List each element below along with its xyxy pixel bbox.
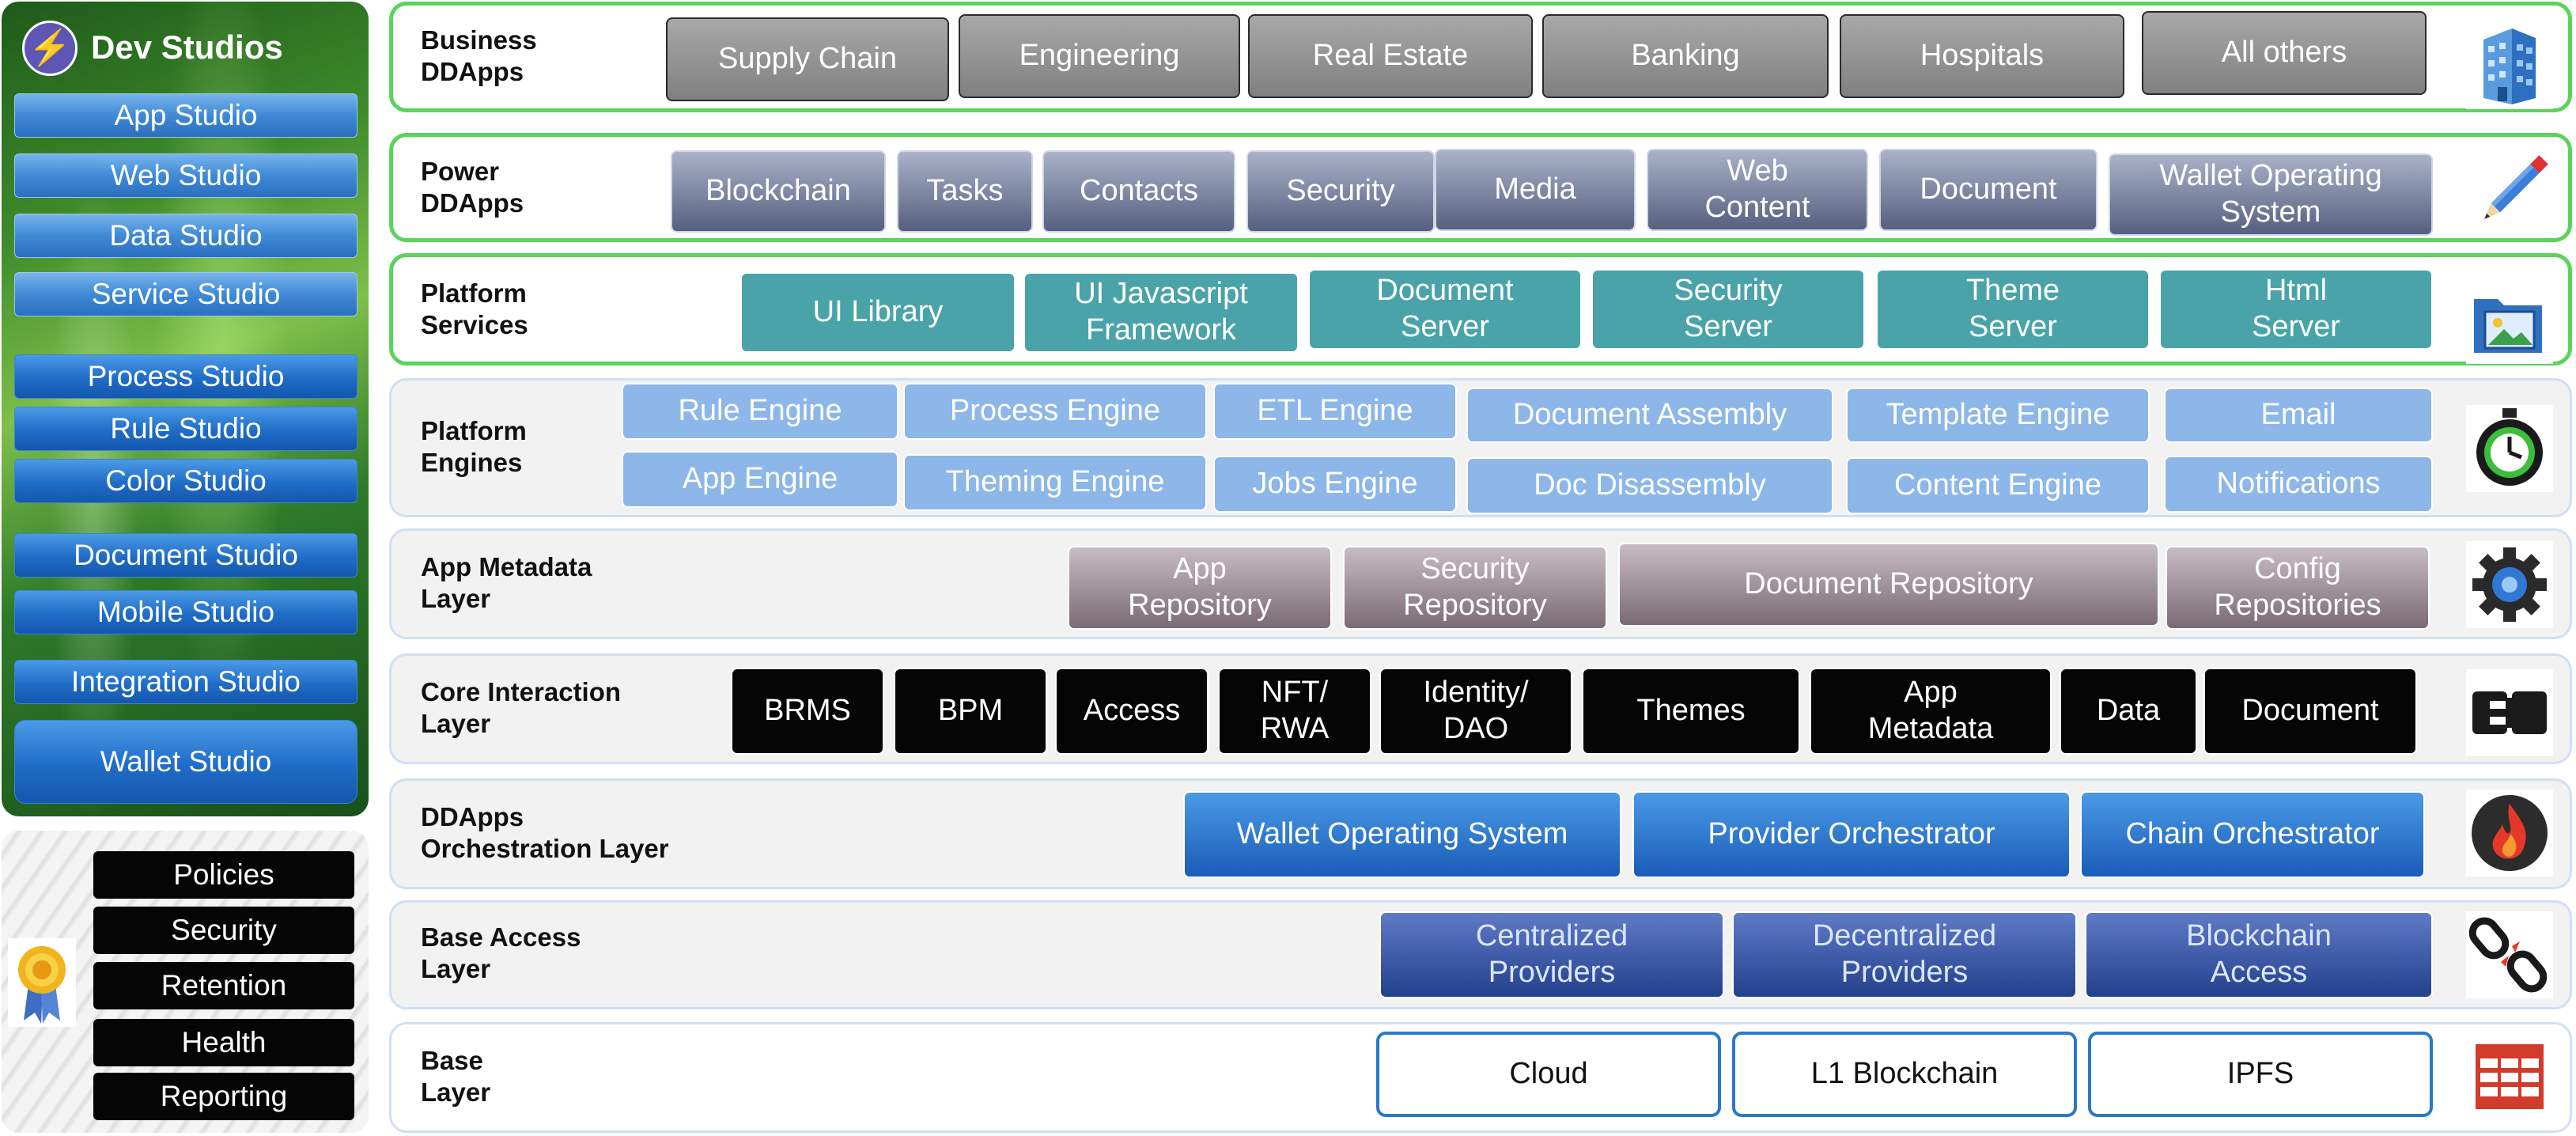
business-all-others[interactable]: All others xyxy=(2142,11,2427,95)
engine-process[interactable]: Process Engine xyxy=(903,383,1207,440)
studio-integration[interactable]: Integration Studio xyxy=(14,660,357,704)
folder-image-icon xyxy=(2466,277,2553,364)
engine-notifications[interactable]: Notifications xyxy=(2164,456,2433,513)
layer-label: Platform Engines xyxy=(421,416,527,477)
engine-content[interactable]: Content Engine xyxy=(1846,457,2150,514)
flame-icon xyxy=(2466,790,2553,877)
metadata-config-repositories[interactable]: Config Repositories xyxy=(2166,546,2430,630)
award-ribbon-icon xyxy=(8,938,76,1027)
engine-theming[interactable]: Theming Engine xyxy=(903,454,1207,511)
layer-label: Base Layer xyxy=(421,1046,491,1107)
core-bpm[interactable]: BPM xyxy=(894,668,1047,755)
studio-service[interactable]: Service Studio xyxy=(14,272,357,316)
engine-etl[interactable]: ETL Engine xyxy=(1213,383,1457,440)
layer-label: Power DDApps xyxy=(421,157,524,218)
base-access-decentralized[interactable]: Decentralized Providers xyxy=(1732,911,2077,998)
service-ui-js-framework[interactable]: UI Javascript Framework xyxy=(1023,272,1299,353)
policy-security[interactable]: Security xyxy=(93,907,354,954)
layer-label: App Metadata Layer xyxy=(421,552,592,613)
power-security[interactable]: Security xyxy=(1246,150,1435,233)
lightning-logo-icon: ⚡ xyxy=(22,21,78,76)
core-access[interactable]: Access xyxy=(1055,668,1209,755)
studio-process[interactable]: Process Studio xyxy=(14,354,357,399)
layer-label: Core Interaction Layer xyxy=(421,677,622,738)
power-contacts[interactable]: Contacts xyxy=(1042,150,1235,233)
policy-reporting[interactable]: Reporting xyxy=(93,1073,354,1120)
base-ipfs[interactable]: IPFS xyxy=(2088,1032,2433,1117)
studio-rule[interactable]: Rule Studio xyxy=(14,407,357,451)
power-document[interactable]: Document xyxy=(1879,149,2097,231)
engine-doc-disassembly[interactable]: Doc Disassembly xyxy=(1466,457,1833,514)
studio-app[interactable]: App Studio xyxy=(14,93,357,138)
gear-icon xyxy=(2466,541,2553,628)
studio-data[interactable]: Data Studio xyxy=(14,214,357,258)
power-media[interactable]: Media xyxy=(1435,149,1636,231)
metadata-document-repository[interactable]: Document Repository xyxy=(1618,543,2159,627)
core-brms[interactable]: BRMS xyxy=(731,668,884,755)
service-ui-library[interactable]: UI Library xyxy=(740,272,1016,353)
office-building-icon xyxy=(2466,22,2553,109)
engine-email[interactable]: Email xyxy=(2164,388,2433,443)
engine-template[interactable]: Template Engine xyxy=(1846,388,2150,443)
studio-mobile[interactable]: Mobile Studio xyxy=(14,590,357,634)
business-engineering[interactable]: Engineering xyxy=(959,14,1240,98)
layer-label: DDApps Orchestration Layer xyxy=(421,802,669,863)
base-l1-blockchain[interactable]: L1 Blockchain xyxy=(1732,1032,2077,1117)
core-nft-rwa[interactable]: NFT/ RWA xyxy=(1218,668,1371,755)
business-real-estate[interactable]: Real Estate xyxy=(1248,14,1533,98)
engine-app[interactable]: App Engine xyxy=(622,451,898,508)
layer-label: Business DDApps xyxy=(421,25,537,86)
chain-link-icon xyxy=(2466,911,2553,998)
metadata-app-repository[interactable]: App Repository xyxy=(1068,546,1332,630)
business-banking[interactable]: Banking xyxy=(1542,14,1829,98)
power-tasks[interactable]: Tasks xyxy=(897,150,1033,233)
base-access-blockchain[interactable]: Blockchain Access xyxy=(2085,911,2433,998)
layer-label: Platform Services xyxy=(421,278,528,339)
orchestration-chain[interactable]: Chain Orchestrator xyxy=(2080,791,2425,878)
core-document[interactable]: Document xyxy=(2203,668,2417,755)
business-supply-chain[interactable]: Supply Chain xyxy=(666,17,949,101)
business-hospitals[interactable]: Hospitals xyxy=(1840,14,2124,98)
orchestration-provider[interactable]: Provider Orchestrator xyxy=(1632,791,2071,878)
service-security-server[interactable]: Security Server xyxy=(1591,269,1865,350)
core-data[interactable]: Data xyxy=(2060,668,2197,755)
engine-rule[interactable]: Rule Engine xyxy=(622,383,898,440)
service-document-server[interactable]: Document Server xyxy=(1308,269,1582,350)
studio-document[interactable]: Document Studio xyxy=(14,533,357,577)
plug-connector-icon xyxy=(2466,669,2553,756)
dev-studios-title: Dev Studios xyxy=(91,28,283,66)
studio-color[interactable]: Color Studio xyxy=(14,459,357,503)
power-wallet-os[interactable]: Wallet Operating System xyxy=(2109,153,2433,236)
policy-policies[interactable]: Policies xyxy=(93,851,354,899)
engine-jobs[interactable]: Jobs Engine xyxy=(1213,456,1457,513)
power-blockchain[interactable]: Blockchain xyxy=(671,150,886,233)
service-html-server[interactable]: Html Server xyxy=(2159,269,2433,350)
studio-wallet[interactable]: Wallet Studio xyxy=(14,720,357,804)
core-identity-dao[interactable]: Identity/ DAO xyxy=(1379,668,1572,755)
engine-document-assembly[interactable]: Document Assembly xyxy=(1466,388,1833,443)
policy-retention[interactable]: Retention xyxy=(93,962,354,1009)
table-grid-icon xyxy=(2466,1033,2553,1120)
service-theme-server[interactable]: Theme Server xyxy=(1876,269,2150,350)
stopwatch-icon xyxy=(2466,405,2553,492)
metadata-security-repository[interactable]: Security Repository xyxy=(1343,546,1607,630)
base-cloud[interactable]: Cloud xyxy=(1376,1032,1721,1117)
studio-web[interactable]: Web Studio xyxy=(14,153,357,198)
orchestration-wallet-os[interactable]: Wallet Operating System xyxy=(1183,791,1621,878)
pencil-icon xyxy=(2466,150,2553,237)
core-app-metadata[interactable]: App Metadata xyxy=(1810,668,2052,755)
policy-health[interactable]: Health xyxy=(93,1019,354,1066)
base-access-centralized[interactable]: Centralized Providers xyxy=(1379,911,1724,998)
core-themes[interactable]: Themes xyxy=(1582,668,1800,755)
layer-label: Base Access Layer xyxy=(421,922,581,983)
power-web-content[interactable]: Web Content xyxy=(1647,149,1868,231)
